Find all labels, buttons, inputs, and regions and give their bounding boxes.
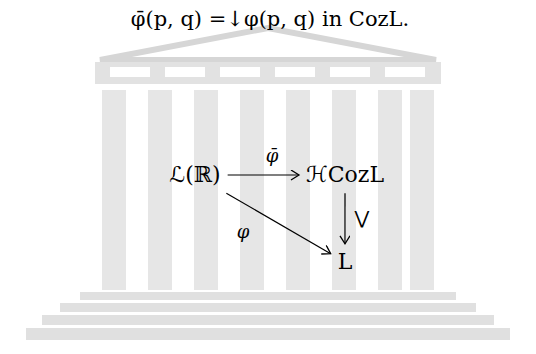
morphism-label: φ̄ [266,145,279,167]
entablature [95,62,441,84]
formula-caption: φ̄(p, q) =↓φ(p, q) in CozL. [131,7,410,32]
morphism-arrow [228,174,299,175]
object-name: ℒ(ℝ) [169,162,220,188]
morphism-arrow [226,193,330,254]
columns [102,90,434,290]
morphism-arrow [344,193,345,244]
steps [26,292,510,340]
object-name: ℋCozL [306,162,384,188]
morphism-label: ⋁ [355,207,370,229]
morphism-label: φ [237,221,250,243]
pediment [100,28,436,60]
object-name: L [338,249,353,275]
math-object: ℒ(ℝ) [165,160,224,190]
entablature-windows [110,67,425,77]
math-object: ℋCozL [302,160,388,190]
math-object: L [334,247,357,277]
